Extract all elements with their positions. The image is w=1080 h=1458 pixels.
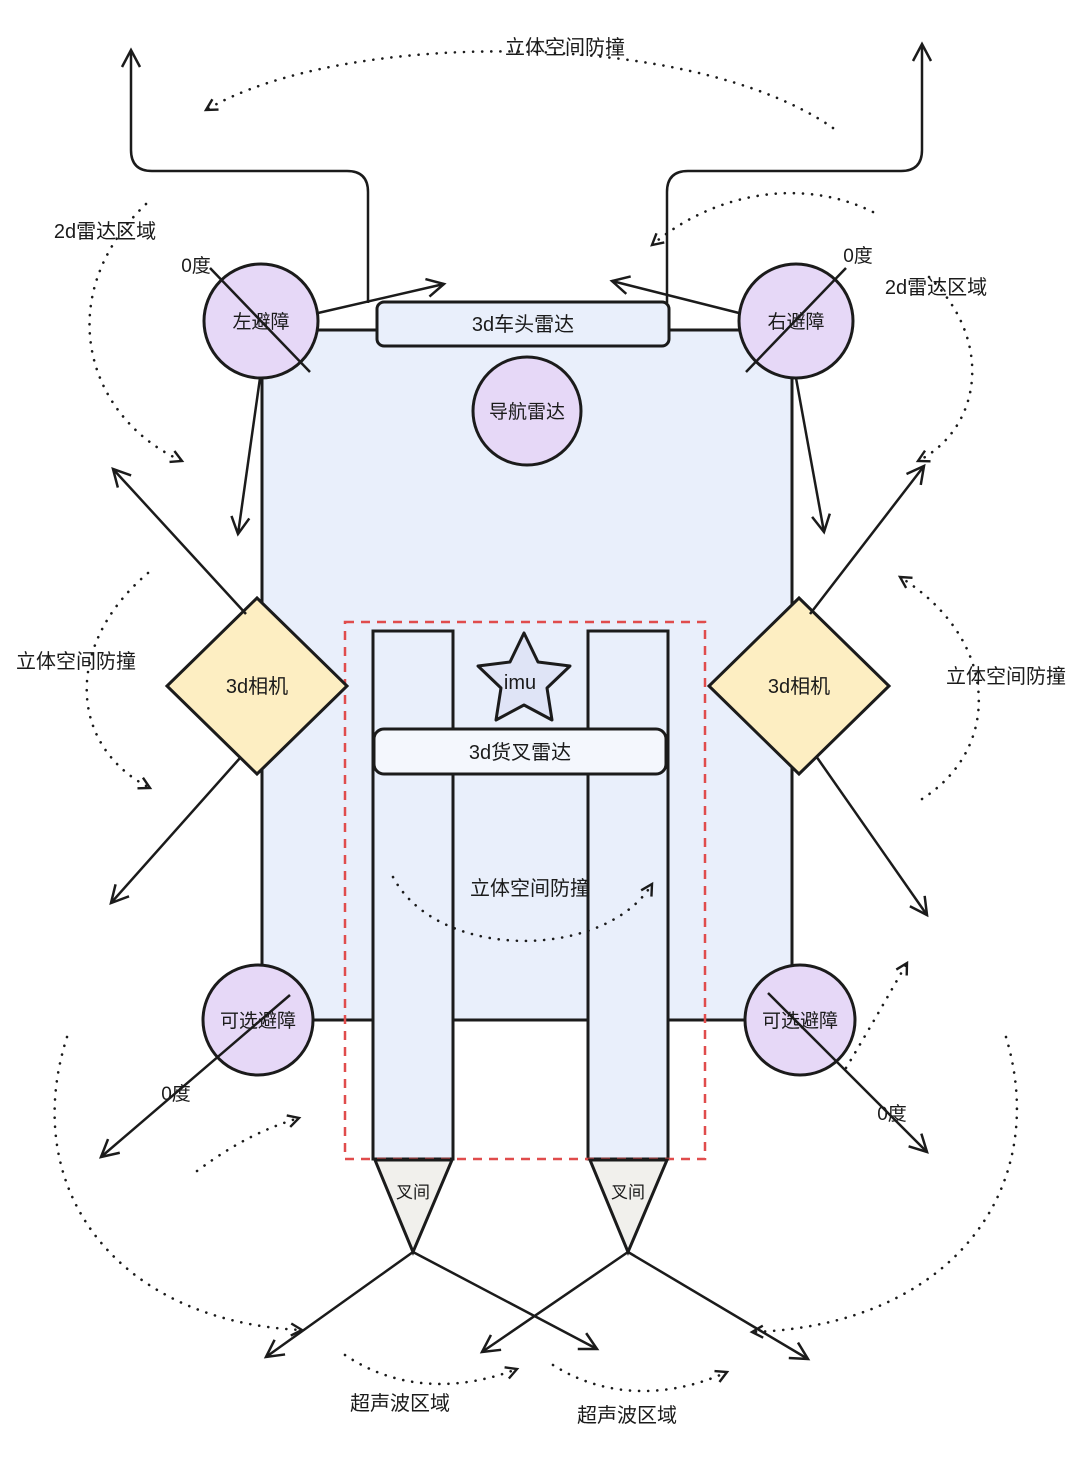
label-0deg-bottom-left: 0度 [161, 1083, 191, 1105]
label-2d-radar-right: 2d雷达区域 [885, 276, 987, 299]
label-front-radar: 3d车头雷达 [472, 313, 574, 336]
arrow-camera-left-up [111, 467, 247, 615]
label-ultrasonic-right: 超声波区域 [577, 1404, 677, 1427]
label-space-collision-left: 立体空间防撞 [16, 650, 136, 673]
arc-ultrasonic-right [551, 1363, 730, 1393]
label-right-avoid: 右避障 [767, 311, 824, 333]
solid-arrows [98, 41, 933, 1361]
arc-2d-radar-right-inner [650, 191, 875, 247]
zero-deg-axis-right [745, 267, 847, 373]
arc-ultrasonic-left [343, 1353, 520, 1386]
arc-2d-radar-left [88, 202, 185, 464]
label-0deg-top-right: 0度 [843, 245, 873, 267]
front-radar-3d [375, 300, 671, 348]
labels: 立体空间防撞 2d雷达区域 0度 0度 2d雷达区域 左避障 右避障 3d车头雷… [16, 36, 1066, 1427]
label-fork-radar: 3d货叉雷达 [469, 741, 571, 764]
arc-2d-radar-right-outer [915, 275, 974, 463]
dotted-range-arcs [53, 50, 1019, 1393]
imu-star [476, 631, 572, 722]
arrow-right-lidar-inward [609, 275, 740, 315]
label-left-avoid: 左避障 [232, 311, 289, 333]
arrow-optional-right-out [767, 992, 929, 1154]
label-fork-gap-left: 叉间 [396, 1183, 430, 1202]
fork-tip-left [372, 1158, 455, 1256]
arrow-right-lidar-down [794, 377, 832, 535]
arrow-fork-right-a [479, 1250, 629, 1354]
arrow-camera-right-up [809, 463, 926, 615]
arc-space-collision-center [391, 875, 654, 943]
fork-bar-right [586, 629, 670, 1161]
arrow-bracket-right-up [665, 41, 933, 303]
arrow-camera-right-down [814, 755, 929, 918]
safety-zone-dashed-box [343, 620, 707, 1161]
arc-space-collision-right [897, 575, 980, 801]
fork-tip-right [587, 1158, 670, 1256]
label-space-collision-center: 立体空间防撞 [470, 877, 590, 900]
label-fork-gap-right: 叉间 [611, 1183, 645, 1202]
optional-avoid-lidar-right [743, 963, 857, 1077]
label-2d-radar-left: 2d雷达区域 [54, 220, 156, 243]
arc-zero-deg-bottom-left [195, 1114, 302, 1173]
camera-3d-left [164, 595, 350, 777]
label-0deg-bottom-right: 0度 [877, 1103, 907, 1125]
arrow-fork-right-b [627, 1250, 811, 1361]
arc-zero-deg-bottom-right [844, 960, 909, 1070]
zero-deg-axis-left [209, 267, 311, 373]
arrow-left-lidar-inward [317, 277, 447, 315]
arc-space-collision-left [85, 571, 153, 790]
label-nav-radar: 导航雷达 [489, 401, 565, 423]
arrow-bracket-left-up [120, 47, 370, 303]
arc-bottom-left-outer [53, 1035, 305, 1337]
label-top-space-collision: 立体空间防撞 [505, 36, 625, 59]
label-optional-avoid-right: 可选避障 [762, 1010, 838, 1032]
label-imu: imu [504, 672, 536, 694]
arc-top-space-collision [203, 50, 835, 130]
label-space-collision-right: 立体空间防撞 [946, 665, 1066, 688]
arrow-left-lidar-down [230, 377, 262, 537]
fork-bar-left [371, 629, 455, 1161]
label-ultrasonic-left: 超声波区域 [350, 1392, 450, 1415]
arrow-fork-left-a [263, 1250, 414, 1359]
arc-bottom-right-outer [749, 1035, 1019, 1339]
camera-3d-right [706, 595, 892, 777]
arrow-optional-left-out [98, 994, 291, 1159]
label-camera-left: 3d相机 [226, 675, 288, 698]
arrow-camera-left-down [109, 757, 241, 905]
arrow-fork-left-b [412, 1250, 600, 1351]
fork-radar-3d [372, 727, 668, 776]
label-camera-right: 3d相机 [768, 675, 830, 698]
nav-radar-circle [471, 355, 583, 467]
label-0deg-top-left: 0度 [181, 255, 211, 277]
label-optional-avoid-left: 可选避障 [220, 1010, 296, 1032]
